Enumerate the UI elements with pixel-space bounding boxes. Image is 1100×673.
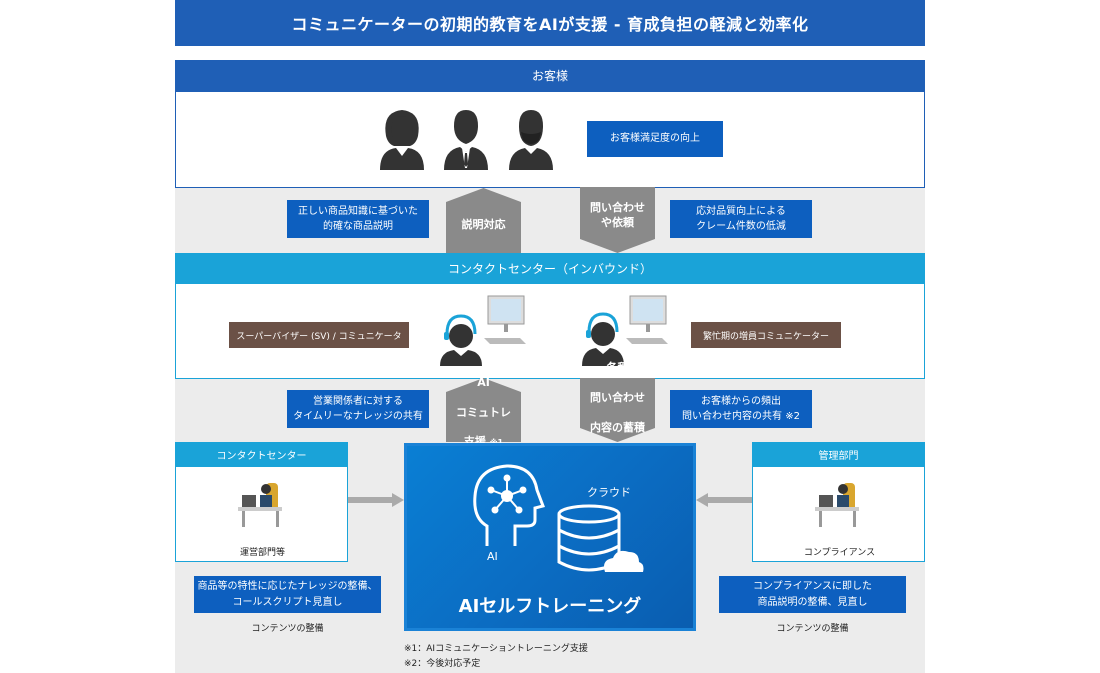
compliance-worker-icon [815, 483, 859, 527]
note-marker-1: ※1 [490, 438, 503, 447]
cloud-label: クラウド [587, 486, 631, 499]
woman-customer-icon [380, 110, 424, 170]
explanation-arrow-label: 説明対応 [461, 217, 506, 231]
compliance-maintenance-box: コンプライアンスに即した 商品説明の整備、見直し [719, 576, 906, 613]
storage-line-2: 問い合わせ [590, 391, 645, 405]
accurate-explanation-box: 正しい商品知識に基づいた 的確な商品説明 [287, 200, 429, 238]
footnote-1: ※1：AIコミュニケーショントレーニング支援 [404, 644, 588, 654]
down-arrow-inquiry-storage [580, 378, 655, 442]
operator-workstation-icon [440, 295, 526, 366]
right-dept-caption: コンプライアンス [803, 548, 876, 558]
ai-self-training-box: AI クラウド AIセルフトレーニング [404, 443, 696, 631]
supervisor-label: スーパーバイザー (SV) / コミュニケータ [229, 322, 409, 348]
ai-support-line-2: コミュトレ [456, 405, 511, 419]
knowledge-maintenance-box: 商品等の特性に応じたナレッジの整備、 コールスクリプト見直し [194, 576, 381, 613]
note-marker-3: ※2 [785, 411, 800, 422]
right-dept-header: 管理部門 [752, 442, 925, 466]
right-dept-panel: コンプライアンス [752, 466, 925, 562]
right-content-footer: コンテンツの整備 [776, 624, 849, 634]
storage-line-3: 内容の蓄積 [590, 420, 645, 434]
support-operator-icon [582, 295, 668, 366]
frequent-inquiry-box: お客様からの頻出 問い合わせ内容の共有 ※2 [670, 390, 812, 428]
contact-center-header: コンタクトセンター（インバウンド） [175, 253, 925, 283]
ai-support-line-1: AI [477, 375, 490, 389]
complaint-reduction-box: 応対品質向上による クレーム件数の低減 [670, 200, 812, 238]
left-arrow-to-ai [348, 493, 404, 507]
footnote-2: ※2：今後対応予定 [404, 659, 481, 669]
left-content-footer: コンテンツの整備 [251, 624, 324, 634]
knowledge-share-box: 営業関係者に対する タイムリーなナレッジの共有 [287, 390, 429, 428]
office-worker-icon [238, 483, 282, 527]
customer-header: お客様 [175, 60, 925, 91]
storage-line-1: 各種 [606, 361, 629, 375]
frequent-inquiry-text: お客様からの頻出 問い合わせ内容の共有 [682, 395, 783, 423]
inquiry-storage-arrow-label: 各種 問い合わせ 内容の蓄積 ※2 [580, 361, 655, 458]
man-customer-icon [444, 110, 488, 170]
contact-center-panel: スーパーバイザー (SV) / コミュニケータ 繁忙期の増員コミュニケーター [175, 283, 925, 379]
satisfaction-label: お客様満足度の向上 [587, 121, 723, 157]
page-title: コミュニケーターの初期的教育をAIが支援 - 育成負担の軽減と効率化 [175, 0, 925, 46]
customer-panel: お客様満足度の向上 [175, 91, 925, 188]
ai-head-network-icon [473, 464, 545, 546]
cloud-database-icon [557, 504, 644, 572]
peak-season-label: 繁忙期の増員コミュニケーター [691, 322, 841, 348]
left-dept-header: コンタクトセンター [175, 442, 348, 466]
right-arrow-to-ai [696, 493, 752, 507]
ai-label: AI [487, 550, 498, 563]
ai-self-training-title: AIセルフトレーニング [458, 596, 642, 617]
left-dept-caption: 運営部門等 [239, 548, 285, 558]
up-arrow-ai-support [446, 378, 521, 442]
bearded-customer-icon [509, 110, 553, 170]
left-dept-panel: 運営部門等 [175, 466, 348, 562]
ai-support-arrow-label: AI コミュトレ 支援 ※1 [446, 376, 521, 448]
down-arrow-inquiry [580, 187, 655, 253]
up-arrow-explanation [446, 188, 521, 255]
inquiry-arrow-label: 問い合わせ や依頼 [590, 201, 645, 229]
